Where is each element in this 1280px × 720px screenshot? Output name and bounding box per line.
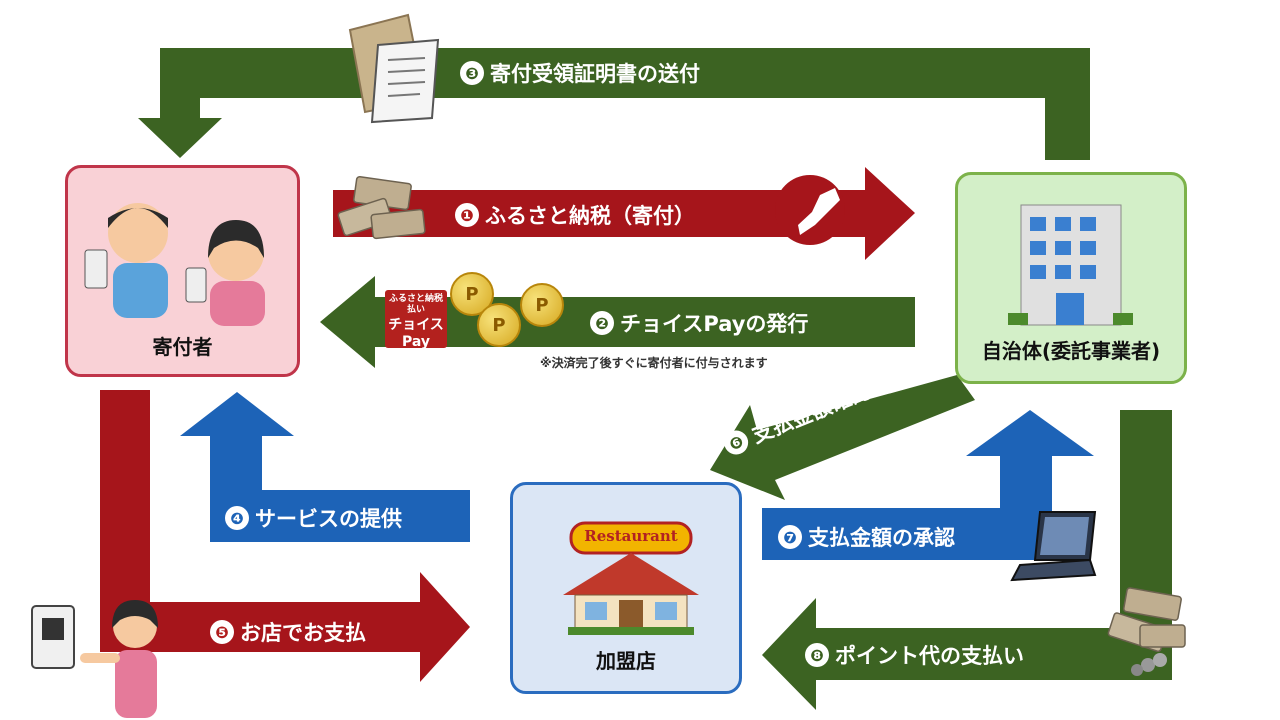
- furusato-choice-badge-icon: [775, 175, 845, 245]
- store-label: 加盟店: [596, 649, 656, 673]
- arrow-step-7: [762, 410, 1094, 560]
- choice-pay-card-icon: ふるさと納税払い チョイス Pay: [385, 290, 447, 350]
- donor-label: 寄付者: [152, 335, 213, 359]
- coin-icon: P: [477, 303, 521, 347]
- arrow-step-8: [762, 410, 1172, 710]
- smartphone-icon: [84, 249, 108, 289]
- people-icon: [84, 203, 265, 326]
- arrow-step-5: [100, 390, 470, 682]
- building-icon: [1008, 204, 1133, 326]
- laptop-icon: [1010, 511, 1097, 582]
- municipality-box: 自治体(委託事業者): [955, 172, 1187, 384]
- coin-icon: P: [450, 272, 494, 316]
- document-icon: [348, 13, 440, 124]
- store-box: Restaurant 加盟店: [510, 482, 742, 694]
- smartphone-icon: [185, 267, 207, 303]
- arrow-step-6: [710, 375, 975, 500]
- arrow-step-1: [333, 167, 915, 260]
- money-icon: [1107, 587, 1186, 676]
- coin-icon: P: [520, 283, 564, 327]
- municipality-label: 自治体(委託事業者): [981, 339, 1161, 363]
- restaurant-icon: [563, 521, 699, 635]
- restaurant-sign-label: Restaurant: [584, 527, 678, 545]
- money-icon: [337, 176, 426, 240]
- step-2-note: ※決済完了後すぐに寄付者に付与されます: [540, 356, 768, 370]
- paying-person-icon: [31, 600, 158, 718]
- donor-box: 寄付者: [65, 165, 300, 377]
- arrow-step-4: [180, 392, 470, 542]
